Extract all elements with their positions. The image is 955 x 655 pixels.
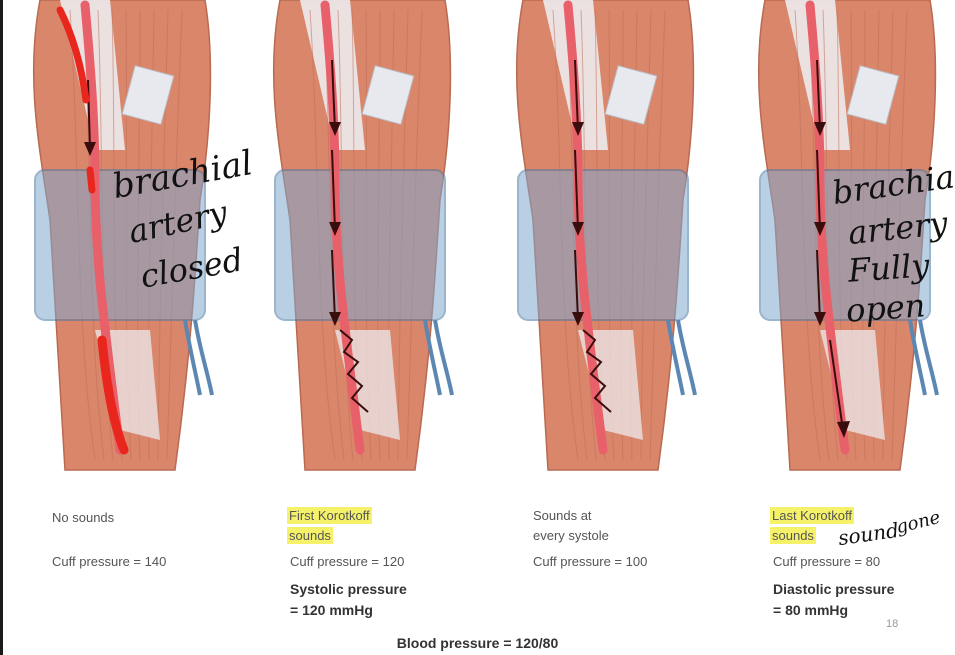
panel-2-caption: First Korotkoff sounds — [287, 506, 372, 546]
panel-3-caption: Sounds at every systole — [533, 506, 609, 546]
panel-1-cuff-pressure: Cuff pressure = 140 — [52, 554, 166, 569]
caption-line: No sounds — [52, 510, 114, 525]
red-marker-stroke — [90, 170, 92, 190]
caption-line: sounds — [770, 527, 816, 544]
pressure-line: Diastolic pressure — [773, 581, 894, 597]
caption-line: Sounds at — [533, 508, 592, 523]
blood-pressure-cuff — [275, 170, 445, 320]
blood-pressure-cuff — [518, 170, 688, 320]
caption-line: Last Korotkoff — [770, 507, 854, 524]
arm-illustration-3 — [483, 0, 723, 500]
caption-line: sounds — [287, 527, 333, 544]
handwritten-open: open — [845, 289, 926, 326]
handwritten-fully: Fully — [847, 249, 930, 287]
systolic-pressure-label: Systolic pressure = 120 mmHg — [290, 579, 407, 621]
pressure-line: = 120 mmHg — [290, 602, 373, 618]
handwritten-sound: sound — [837, 520, 900, 548]
pressure-line: = 80 mmHg — [773, 602, 848, 618]
panel-2-cuff-pressure: Cuff pressure = 120 — [290, 554, 404, 569]
panel-1-caption: No sounds — [52, 508, 114, 528]
caption-line: every systole — [533, 528, 609, 543]
handwritten-artery-right: artery — [847, 207, 949, 249]
page-number: 18 — [886, 618, 898, 630]
panel-3-cuff-pressure: Cuff pressure = 100 — [533, 554, 647, 569]
arm-illustration-2 — [240, 0, 480, 500]
caption-line: First Korotkoff — [287, 507, 372, 524]
pressure-line: Systolic pressure — [290, 581, 407, 597]
diastolic-pressure-label: Diastolic pressure = 80 mmHg — [773, 579, 894, 621]
handwritten-gone: gone — [894, 509, 942, 537]
blood-pressure-footer: Blood pressure = 120/80 — [0, 635, 955, 651]
panel-4-cuff-pressure: Cuff pressure = 80 — [773, 554, 880, 569]
